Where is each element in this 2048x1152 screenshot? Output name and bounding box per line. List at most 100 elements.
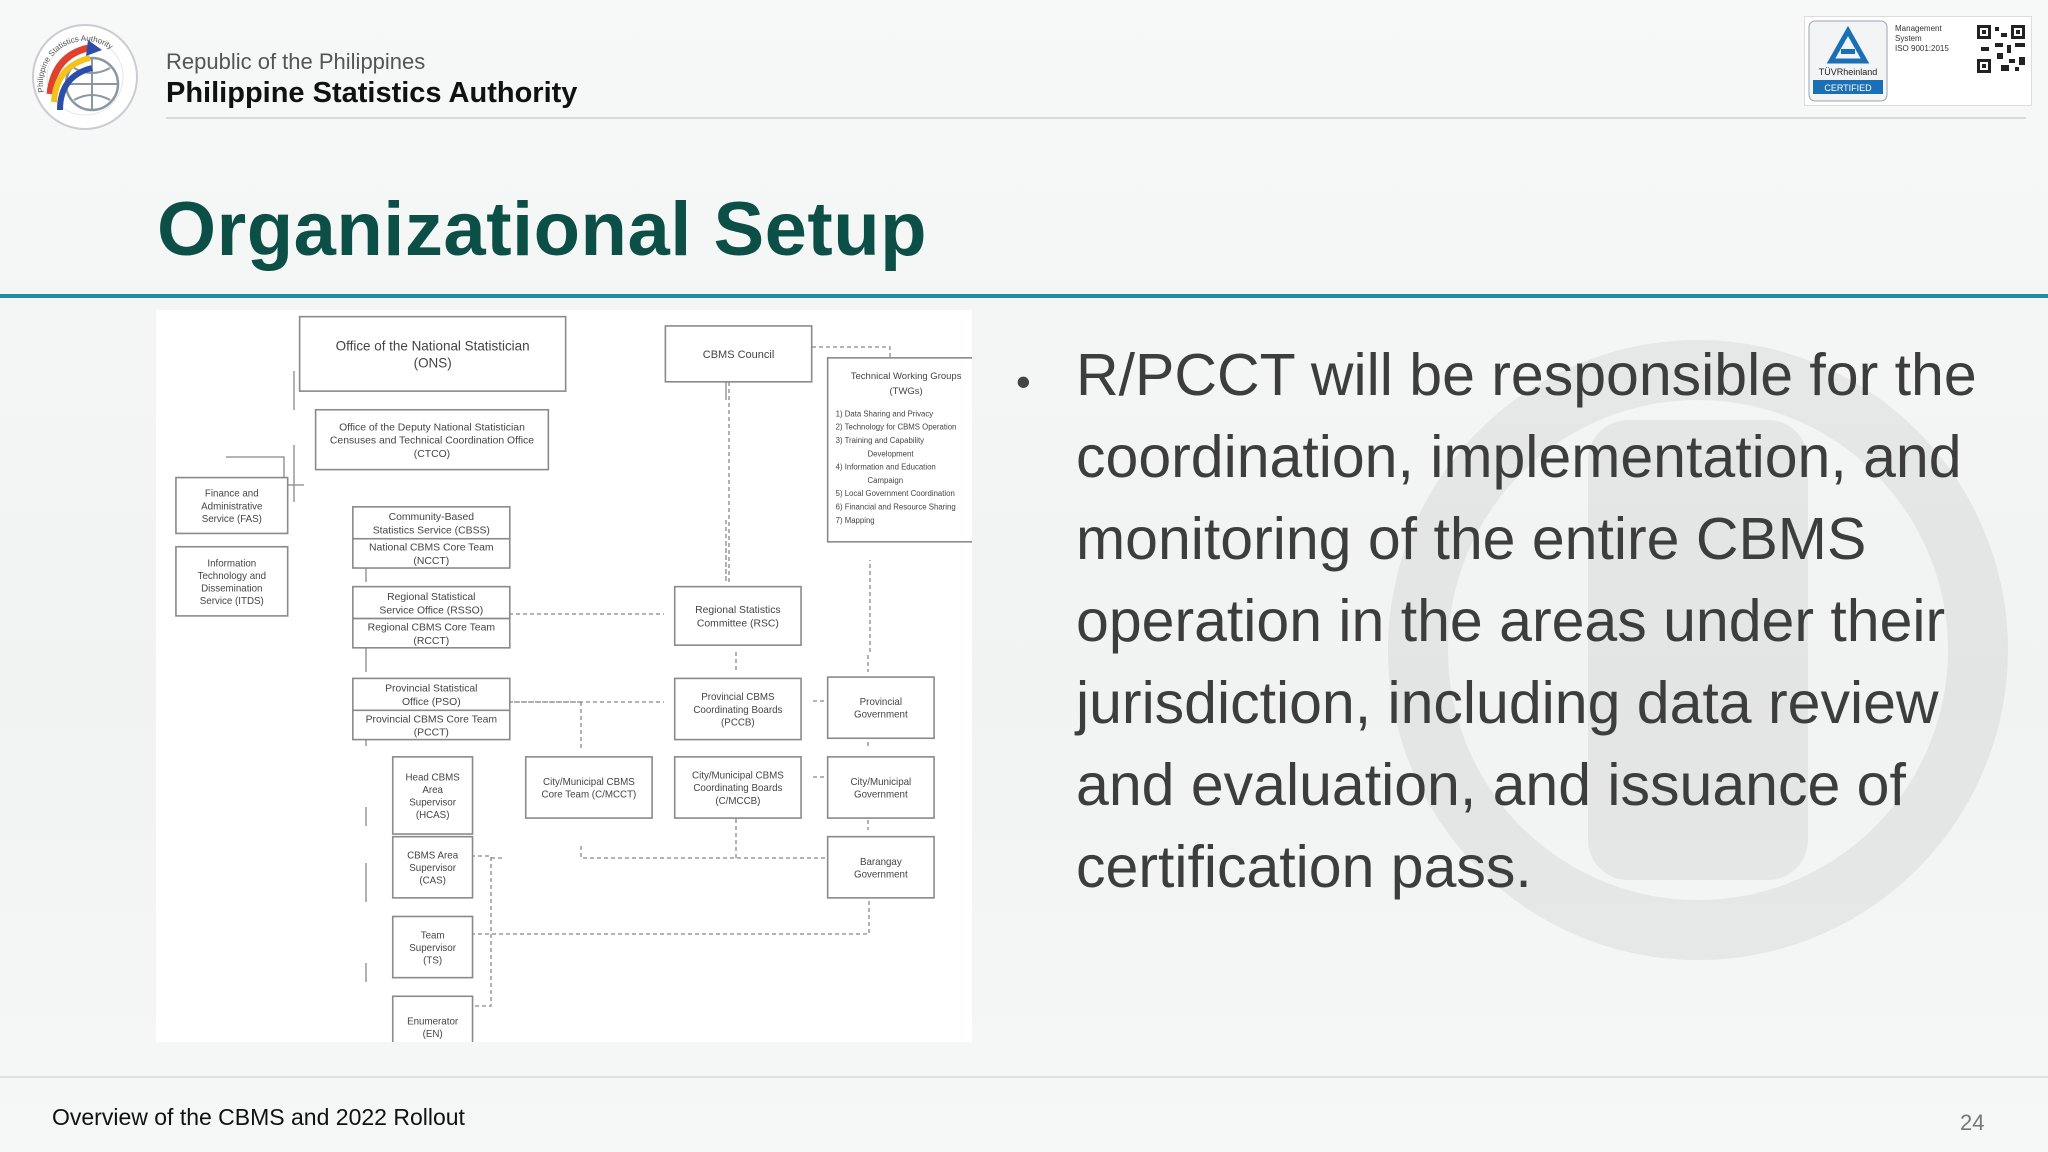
org-box-label: City/Municipal <box>850 777 911 788</box>
org-box-label: Government <box>854 869 908 880</box>
org-box-label: Team <box>421 930 445 941</box>
org-box-label: Head CBMS <box>405 772 460 783</box>
org-box-label: Barangay <box>860 857 902 868</box>
org-box-ctco: Office of the Deputy National Statistici… <box>314 408 550 471</box>
org-box-label: Service (ITDS) <box>200 596 264 607</box>
org-box-label: Regional Statistics <box>695 605 780 616</box>
slide-title: Organizational Setup <box>157 187 928 272</box>
org-box-en: Enumerator (EN) <box>391 995 474 1059</box>
org-box-label: Statistics Service (CBSS) <box>373 525 490 536</box>
org-box-label: Dissemination <box>201 583 262 594</box>
org-box-label: Coordinating Boards <box>693 783 782 794</box>
org-box-pccb: Provincial CBMS Coordinating Boards(PCCB) <box>673 677 802 741</box>
org-subtitle: Republic of the Philippines <box>166 49 426 74</box>
twg-item: 4) Information and Education <box>836 463 936 472</box>
org-box-cmcct: City/Municipal CBMS Core Team (C/MCCT) <box>524 756 653 819</box>
cert-brand: TÜVRheinland <box>1819 67 1878 77</box>
org-box-label: Provincial CBMS Core Team <box>366 714 497 725</box>
org-box-label: (NCCT) <box>413 556 449 567</box>
cert-badge-label: CERTIFIED <box>1824 83 1872 93</box>
twg-item: 5) Local Government Coordination <box>836 489 955 498</box>
twg-item: 2) Technology for CBMS Operation <box>836 423 957 432</box>
org-chart: Office of the National Statistician(ONS)… <box>175 315 984 1059</box>
org-box-label: (TS) <box>423 955 442 966</box>
bullet-marker: • <box>1016 358 1031 405</box>
org-box-cbms-council: CBMS Council <box>664 325 813 383</box>
org-box-label: Technology and <box>198 571 266 582</box>
org-box-label: (HCAS) <box>416 810 450 821</box>
twg-item: 3) Training and Capability <box>836 436 925 445</box>
org-box-label: Office of the Deputy National Statistici… <box>339 422 525 433</box>
twg-item: 6) Financial and Resource Sharing <box>836 503 956 512</box>
org-box-label: (RCCT) <box>413 636 449 647</box>
org-box-label: CBMS Council <box>703 349 775 361</box>
org-box-label: Core Team (C/MCCT) <box>542 790 637 801</box>
org-box-label: Coordinating Boards <box>693 705 782 716</box>
org-box-label: Supervisor <box>409 943 456 954</box>
footer-title: Overview of the CBMS and 2022 Rollout <box>52 1104 465 1130</box>
org-box-ons: Office of the National Statistician(ONS) <box>298 315 567 392</box>
cert-line3: ISO 9001:2015 <box>1895 44 1949 53</box>
org-box-label: City/Municipal CBMS <box>543 777 635 788</box>
org-box-label: Regional Statistical <box>387 592 475 603</box>
org-box-label: Regional CBMS Core Team <box>368 623 495 634</box>
org-box-label: (PCCB) <box>721 717 755 728</box>
org-box-label: Service Office (RSSO) <box>379 605 483 616</box>
footer-divider <box>0 1076 2048 1078</box>
org-box-label: Administrative <box>201 501 262 512</box>
twg-item: Development <box>868 449 915 458</box>
org-box-label: Service (FAS) <box>202 514 262 525</box>
org-box-label: Committee (RSC) <box>697 619 779 630</box>
twg-item: 1) Data Sharing and Privacy <box>836 409 934 418</box>
org-box-label: Community-Based <box>389 512 475 523</box>
cert-line1: Management <box>1895 24 1942 33</box>
twg-title: (TWGs) <box>889 386 922 397</box>
org-box-label: Office (PSO) <box>402 697 461 708</box>
org-box-label: CBMS Area <box>407 850 459 861</box>
org-chart-panel: Office of the National Statistician(ONS)… <box>156 310 984 1059</box>
org-box-label: Enumerator <box>407 1016 459 1027</box>
org-box-label: (CTCO) <box>414 449 450 460</box>
org-box-label: (C/MCCB) <box>715 796 760 807</box>
org-box-label: Censuses and Technical Coordination Offi… <box>330 436 534 447</box>
org-box-pcct: Provincial CBMS Core Team (PCCT) <box>352 709 511 741</box>
org-box-label: City/Municipal CBMS <box>692 771 784 782</box>
org-box-label: (ONS) <box>414 356 452 371</box>
iso-certification-badge: TÜVRheinland CERTIFIED Management System… <box>1804 16 2032 106</box>
bullet-text: R/PCCT will be responsible for the coord… <box>1076 342 1977 900</box>
org-box-label: Supervisor <box>409 863 456 874</box>
org-box-label: Provincial Statistical <box>385 684 477 695</box>
header-divider <box>166 117 2026 119</box>
twg-item: Campaign <box>868 476 904 485</box>
org-box-label: (EN) <box>423 1029 443 1040</box>
org-box-label: (CAS) <box>419 876 446 887</box>
org-box-label: Supervisor <box>409 797 456 808</box>
org-box-label: Government <box>854 790 908 801</box>
org-box-label: Provincial CBMS <box>701 692 775 703</box>
page-number: 24 <box>1960 1110 1985 1135</box>
org-name: Philippine Statistics Authority <box>166 77 578 109</box>
title-divider <box>0 294 2048 298</box>
twg-title: Technical Working Groups <box>851 371 962 382</box>
org-box-label: Provincial <box>860 697 902 708</box>
org-box-label: Finance and <box>205 489 259 500</box>
psa-seal-logo: Philippine Statistics Authority <box>32 24 138 130</box>
org-box-twg: Technical Working Groups (TWGs) 1) Data Sh… <box>826 357 984 543</box>
org-box-label: Information <box>207 558 256 569</box>
org-box-ncct: National CBMS Core Team(NCCT) <box>352 537 511 569</box>
org-box-label: (PCCT) <box>414 728 449 739</box>
org-box-rcct: Regional CBMS Core Team (RCCT) <box>352 617 511 649</box>
